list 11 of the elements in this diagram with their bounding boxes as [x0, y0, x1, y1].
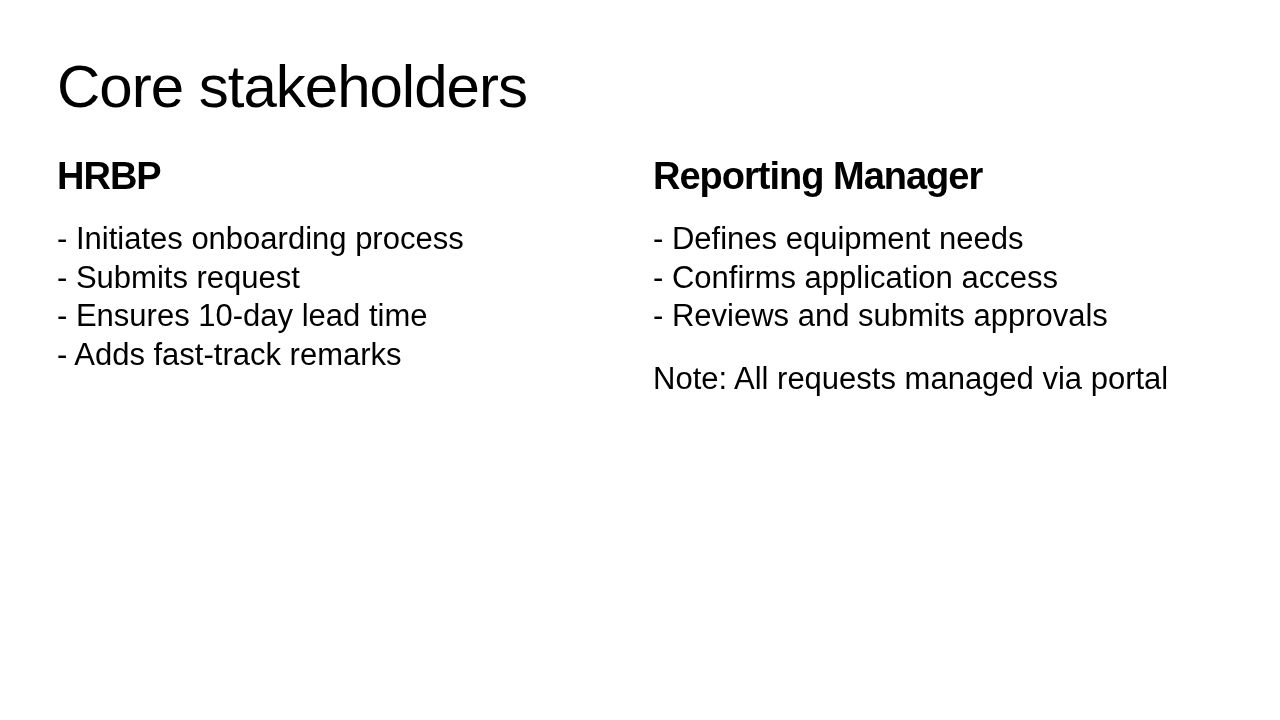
bullet-text: - Reviews and submits approvals	[653, 297, 1108, 335]
bullet-text: - Submits request	[57, 258, 300, 297]
slide-title: Core stakeholders	[57, 52, 527, 121]
column-heading: Reporting Manager	[653, 155, 983, 198]
bullet-text: - Ensures 10-day lead time	[57, 297, 428, 335]
bullet-text: - Initiates onboarding process	[57, 220, 464, 258]
note-text: Note: All requests managed via portal	[653, 359, 1170, 398]
column-heading: HRBP	[57, 155, 161, 198]
bullet-text: - Confirms application access	[653, 258, 1058, 297]
bullet-text: - Adds fast-track remarks	[57, 335, 402, 374]
bullet-text: - Defines equipment needs	[653, 220, 1024, 258]
